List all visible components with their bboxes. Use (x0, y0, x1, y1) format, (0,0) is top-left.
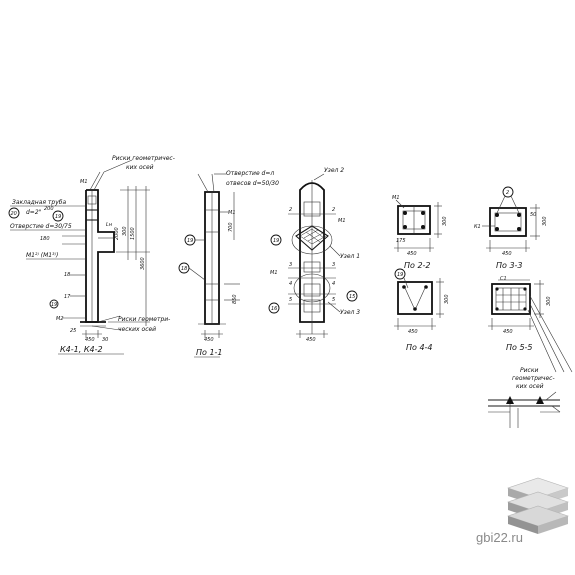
sec33-k1: К1 (474, 224, 481, 230)
dim-30: 30 (102, 337, 108, 343)
node-label-3a: 3 (289, 262, 292, 268)
label-m2: M2 (56, 316, 64, 322)
detail-note-2: геометричес- (512, 375, 555, 382)
hole-note-2: отвесов d=50/30 (226, 180, 279, 187)
section-1-1: Отверстие d=л отвесов d=50/30 19 18 M1 7… (178, 170, 279, 358)
sec22-m1: M1 (392, 195, 400, 201)
callout-20 (8, 207, 20, 219)
dim-300: 300 (122, 226, 128, 236)
column-elevation: Риски геометричес- ких осей M1 Закладная… (8, 155, 175, 355)
node-label-4b: 4 (332, 281, 335, 287)
sec44-callout-19 (394, 268, 406, 280)
dim-450: 450 (85, 337, 95, 343)
dim-ln: Lн (106, 222, 113, 228)
dim-25: 25 (70, 328, 76, 334)
node-label-5b: 5 (332, 297, 335, 303)
node-uzel2: Узел 2 (324, 167, 344, 174)
callout-18-label: 18 (64, 272, 70, 278)
node-label-5a: 5 (289, 297, 292, 303)
hole-note: Отверстие d=30/75 (10, 223, 72, 230)
callout-19-label: 19 (187, 238, 193, 244)
node-label-3b: 3 (332, 262, 335, 268)
marks-detail: Риски геометричес- ких осей (488, 367, 561, 428)
marks-bottom-note-2: ческих осей (118, 326, 156, 333)
mark-note: M1²⁾ (M1³⁾) (26, 252, 58, 259)
label-m1: M1 (228, 210, 236, 216)
layered-slab-logo (507, 477, 569, 534)
detail-note-1: Риски (520, 367, 538, 374)
sec33-callout-2 (502, 186, 514, 198)
pipe-note-1: Закладная труба (12, 199, 66, 206)
sec33-dim-300: 300 (542, 216, 548, 226)
dim-1500: 1500 (130, 227, 136, 240)
node-label-m1b: M1 (338, 218, 346, 224)
dim-850: 850 (232, 294, 238, 304)
sec44-dim-450: 450 (408, 329, 418, 335)
sec33-dim-450: 450 (502, 251, 512, 257)
marks-top-note-1: Риски геометричес- (112, 155, 175, 162)
callout-19-b (49, 299, 59, 309)
node-callout-16 (268, 302, 280, 314)
section-4-4: 19 450 300 По 4-4 (394, 268, 450, 352)
node-callout-15 (346, 290, 358, 302)
node-callout-19-label: 19 (273, 238, 279, 244)
hole-note-1: Отверстие d=л (226, 170, 274, 177)
node-callout-16-label: 16 (271, 306, 277, 312)
section-2-2: M1 450 175 300 По 2-2 (392, 195, 448, 270)
node-label-2b: 2 (332, 207, 335, 213)
node-callout-19 (270, 234, 282, 246)
dim-3600: 3600 (140, 257, 146, 270)
node-dim-450: 450 (306, 337, 316, 343)
callout-19-b-label: 19 (51, 302, 57, 308)
node-label-4a: 4 (289, 281, 292, 287)
section-1-1-title: По 1-1 (196, 348, 223, 357)
section-4-4-title: По 4-4 (406, 343, 433, 352)
watermark-text: gbi22.ru (476, 530, 523, 545)
nodes-elevation: 2 2 3 3 4 4 5 5 M1 M1 Узел 2 Узел 1 Узел… (268, 167, 360, 343)
detail-note-3: ких осей (516, 383, 544, 390)
section-3-3: 2 К1 450 300 50 По 3-3 (474, 186, 548, 270)
node-label-2a: 2 (289, 207, 292, 213)
sec44-callout-19-label: 19 (397, 272, 403, 278)
callout-20-label: 20 (11, 211, 17, 217)
section-2-2-title: По 2-2 (404, 261, 431, 270)
sec55-dim-300: 300 (546, 296, 552, 306)
dim-200: 200 (44, 206, 54, 212)
section-3-3-title: По 3-3 (496, 261, 523, 270)
callout-17-label: 17 (64, 294, 71, 300)
section-5-5: С1 450 300 По 5-5 (488, 276, 573, 373)
node-uzel1: Узел 1 (340, 253, 360, 260)
sec55-dim-450: 450 (503, 329, 513, 335)
node-callout-15-label: 15 (349, 294, 355, 300)
sec22-dim-450: 450 (407, 251, 417, 257)
column-title: К4-1, К4-2 (60, 345, 103, 354)
dim-180: 180 (40, 236, 50, 242)
label-m1-top: M1 (80, 179, 88, 185)
callout-19-a-label: 19 (55, 214, 61, 220)
dim-700: 700 (228, 222, 234, 232)
node-label-m1a: M1 (270, 270, 278, 276)
marks-top-note-2: ких осей (126, 164, 154, 171)
marks-bottom-note-1: Риски геометри- (118, 316, 170, 323)
sec44-dim-300: 300 (444, 294, 450, 304)
section-5-5-title: По 5-5 (506, 343, 533, 352)
sec33-callout-2-label: 2 (506, 190, 509, 196)
callout-18-label: 18 (181, 266, 187, 272)
callout-19-a (52, 210, 64, 222)
node-uzel3: Узел 3 (340, 309, 360, 316)
sec22-dim-175: 175 (396, 238, 406, 244)
sec22-dim-300: 300 (442, 216, 448, 226)
dim-450: 450 (204, 337, 214, 343)
sec33-dim-50: 50 (530, 212, 536, 218)
sec55-c1: С1 (500, 276, 507, 282)
pipe-note-2: d=2" (26, 209, 42, 216)
dim-2000: 2000 (114, 227, 120, 240)
